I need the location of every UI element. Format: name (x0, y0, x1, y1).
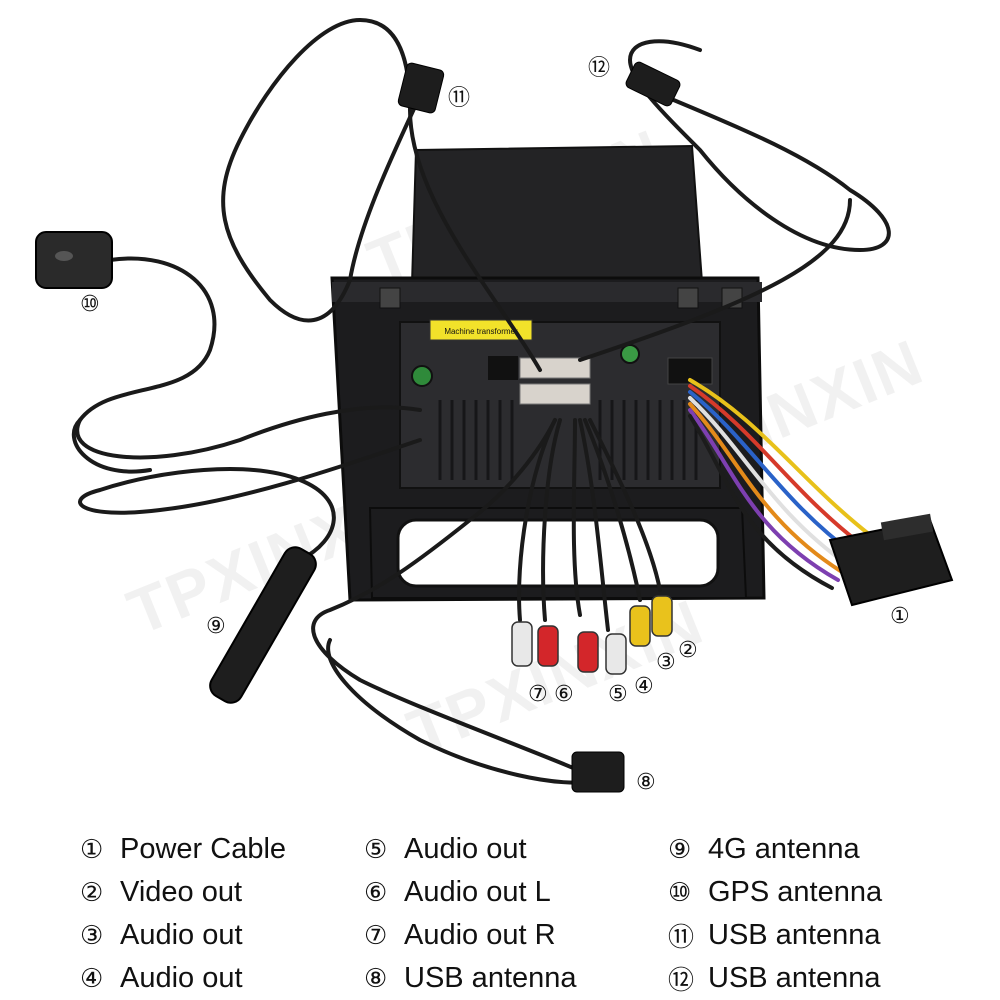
callout-4: ④ (634, 674, 654, 699)
usb-connector-11 (397, 62, 445, 114)
legend-label: 4G antenna (708, 833, 860, 865)
legend-item: ⑫ USB antenna (668, 957, 882, 1000)
usb-connector-8 (571, 751, 625, 793)
legend-column-2: ⑤ Audio out ⑥ Audio out L ⑦ Audio out R ⑧ US… (364, 828, 577, 1000)
power-connector-clip (880, 513, 934, 541)
legend-number: ⑥ (364, 877, 388, 908)
unit-top-rail (332, 282, 762, 302)
connector-block (488, 356, 518, 380)
rca-plug-white (511, 621, 533, 667)
legend-label: Audio out L (404, 876, 551, 908)
legend-number: ⑨ (668, 834, 692, 865)
callout-8: ⑧ (636, 770, 656, 795)
legend-item: ② Video out (80, 871, 286, 914)
gps-antenna-logo (55, 251, 73, 261)
callout-1: ① (890, 604, 910, 629)
legend-number: ② (80, 877, 104, 908)
legend-label: Audio out (120, 919, 243, 951)
legend-number: ⑧ (364, 963, 388, 994)
legend-item: ① Power Cable (80, 828, 286, 871)
legend-label: Power Cable (120, 833, 287, 865)
legend-item: ⑦ Audio out R (364, 914, 577, 957)
warning-sticker (429, 319, 533, 341)
unit-cutout (396, 518, 720, 588)
4g-antenna (209, 546, 317, 704)
unit-bracket (379, 287, 401, 309)
power-harness (688, 378, 872, 590)
rca-plug-red (537, 625, 559, 667)
legend-item: ⑧ USB antenna (364, 957, 577, 1000)
legend-number: ⑩ (668, 877, 692, 908)
legend-label: Audio out (120, 962, 243, 994)
legend-item: ③ Audio out (80, 914, 286, 957)
heatsink-fins (438, 400, 698, 480)
callout-11: ⑪ (448, 86, 471, 111)
unit-bracket (677, 287, 699, 309)
legend-item: ⑥ Audio out L (364, 871, 577, 914)
callout-9: ⑨ (206, 614, 226, 639)
legend-label: USB antenna (404, 962, 577, 994)
usb-connector-12 (625, 61, 681, 107)
rca-plug-yellow (651, 595, 673, 637)
legend-label: GPS antenna (708, 876, 883, 908)
legend-number: ⑤ (364, 834, 388, 865)
legend-label: USB antenna (708, 962, 881, 994)
callout-3: ③ (656, 650, 676, 675)
wiring-diagram: TPXINXIN TPXINXIN TPXINXIN TPXINXIN (35, 17, 954, 795)
legend-number: ⑫ (668, 966, 695, 996)
diagram-svg: Machine transformer (35, 17, 954, 793)
callout-12: ⑫ (588, 56, 611, 81)
callout-5: ⑤ (608, 682, 628, 707)
legend: ① Power Cable ② Video out ③ Audio out ④ Audi… (0, 828, 1000, 1000)
legend-item: ⑪ USB antenna (668, 914, 882, 957)
unit-screen (410, 144, 704, 286)
cables (72, 17, 891, 785)
legend-label: USB antenna (708, 919, 881, 951)
legend-label: Audio out R (404, 919, 556, 951)
rca-plug-yellow (629, 605, 651, 647)
gps-port (411, 365, 433, 387)
legend-number: ① (80, 834, 104, 865)
aux-port (620, 344, 640, 364)
warning-sticker-text: Machine transformer (444, 327, 518, 336)
rca-plug-white (605, 633, 627, 675)
callout-7: ⑦ (528, 682, 548, 707)
legend-item: ⑨ 4G antenna (668, 828, 882, 871)
legend-label: Audio out (404, 833, 527, 865)
legend-number: ④ (80, 963, 104, 994)
legend-number: ⑪ (668, 923, 695, 953)
callout-2: ② (678, 638, 698, 663)
legend-item: ⑩ GPS antenna (668, 871, 882, 914)
callout-10: ⑩ (80, 292, 100, 317)
connector-block (519, 383, 591, 405)
legend-column-1: ① Power Cable ② Video out ③ Audio out ④ Audi… (80, 828, 286, 1000)
legend-item: ④ Audio out (80, 957, 286, 1000)
legend-number: ③ (80, 920, 104, 951)
legend-label: Video out (120, 876, 243, 908)
legend-number: ⑦ (364, 920, 388, 951)
legend-item: ⑤ Audio out (364, 828, 577, 871)
gps-antenna (35, 231, 113, 289)
rca-plug-red (577, 631, 599, 673)
callout-6: ⑥ (554, 682, 574, 707)
rca-plugs (511, 595, 673, 675)
